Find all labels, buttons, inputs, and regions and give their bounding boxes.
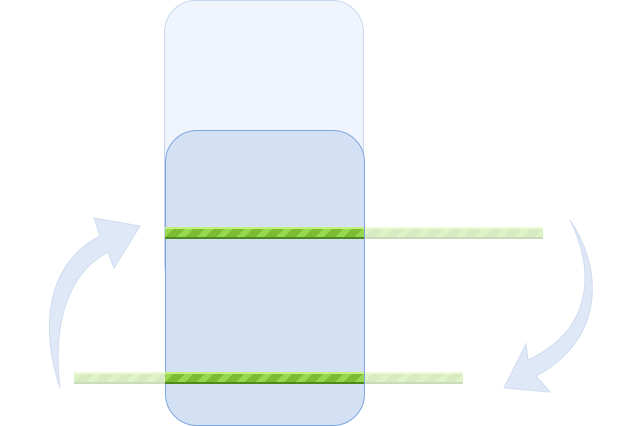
- green-bar-top: [165, 227, 364, 239]
- faded-bar-bottom-right: [364, 372, 463, 384]
- faded-bar-top-right: [364, 227, 543, 239]
- curved-arrow-down-left-icon: [503, 219, 593, 393]
- faded-bar-bottom-left: [74, 372, 166, 384]
- green-bar-bottom: [165, 372, 364, 384]
- curved-arrow-up-right-icon: [49, 217, 141, 389]
